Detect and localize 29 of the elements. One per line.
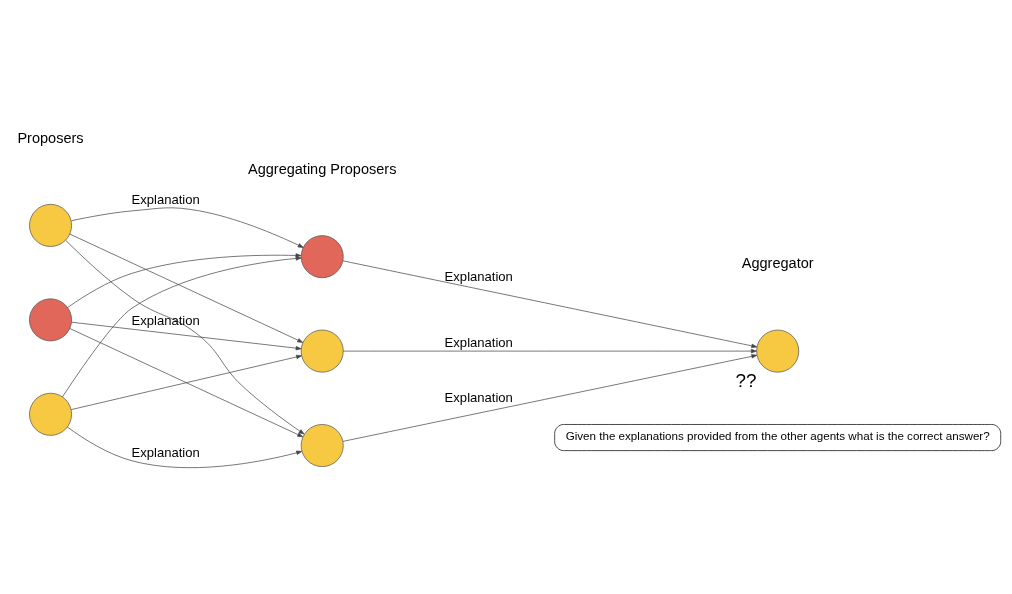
edge-label: Explanation [444,335,513,351]
edge-label: Explanation [444,268,513,284]
arrow [342,260,758,348]
arrow [342,354,758,442]
node-box: Given the explanations provided from the other agents what is the correct answer? [554,424,1002,451]
label: Aggregating Proposers [247,160,397,177]
edge-label: Explanation [131,313,200,329]
arrow [70,354,302,410]
arrow [67,253,302,308]
arrow [70,207,304,248]
arrow [69,233,304,343]
edge-label: Explanation [444,390,513,406]
arrow [69,328,304,438]
node-circle [29,298,72,342]
arrow [67,426,303,469]
node-label: ?? [735,370,757,392]
label: Proposers [17,129,84,146]
node-circle [29,392,72,436]
arrow [65,240,305,435]
edge-label: Explanation [131,444,200,460]
node-circle [300,235,344,279]
arrow [342,348,757,354]
node-circle [300,329,344,373]
edge-label: Explanation [131,191,200,207]
arrow [71,321,302,351]
arrow [62,256,302,398]
node-circle [756,329,800,373]
label: Aggregator [741,255,814,272]
node-circle [29,204,72,247]
